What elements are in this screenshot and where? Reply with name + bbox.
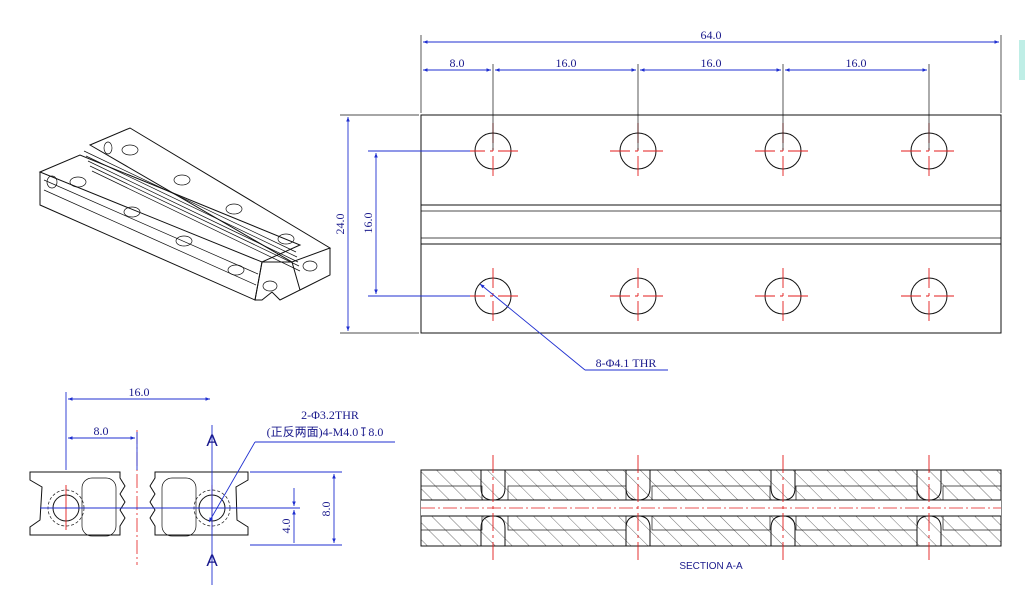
dim-end-offset: 8.0 bbox=[94, 424, 109, 438]
dim-end-height: 8.0 bbox=[319, 502, 333, 517]
dim-overall-length: 64.0 bbox=[701, 28, 722, 42]
top-view: 64.0 8.0 16.0 16.0 16.0 24.0 16.0 8-Φ4.1… bbox=[333, 28, 1002, 371]
dim-first-pitch: 8.0 bbox=[450, 56, 465, 70]
end-hole-callout-2: (正反两面)4-M4.0↧8.0 bbox=[267, 425, 384, 439]
mounting-hole bbox=[465, 268, 521, 324]
corner-highlight bbox=[1019, 40, 1025, 80]
dim-end-span: 16.0 bbox=[129, 385, 150, 399]
section-hole bbox=[625, 455, 651, 560]
section-pocket bbox=[942, 485, 1002, 501]
dim-pitch-2: 16.0 bbox=[701, 56, 722, 70]
mounting-hole bbox=[610, 268, 666, 324]
end-view: A A 16.0 8.0 2-Φ3.2THR (正反两面)4-M4.0↧8.0 … bbox=[29, 385, 395, 585]
section-pocket bbox=[507, 485, 627, 501]
mounting-hole bbox=[755, 268, 811, 324]
dim-pitch-1: 16.0 bbox=[556, 56, 577, 70]
mounting-hole bbox=[901, 268, 957, 324]
section-pocket bbox=[942, 515, 1002, 531]
section-pocket bbox=[795, 515, 918, 531]
dim-pitch-3: 16.0 bbox=[846, 56, 867, 70]
end-hole-callout-1: 2-Φ3.2THR bbox=[301, 408, 359, 422]
dim-hole-spacing: 16.0 bbox=[361, 213, 375, 234]
section-pocket bbox=[507, 515, 627, 531]
isometric-view bbox=[38, 127, 332, 301]
section-hole bbox=[480, 455, 506, 560]
section-pocket bbox=[795, 485, 918, 501]
section-view: SECTION A-A bbox=[420, 455, 1002, 572]
hole-callout-top: 8-Φ4.1 THR bbox=[596, 356, 657, 370]
section-hole bbox=[770, 455, 796, 560]
section-marker-bottom: A bbox=[206, 551, 218, 570]
top-view-outline bbox=[420, 114, 1002, 334]
section-pocket bbox=[651, 515, 771, 531]
section-marker-top: A bbox=[206, 431, 218, 450]
section-hole bbox=[916, 455, 942, 560]
section-label: SECTION A-A bbox=[679, 561, 743, 572]
dim-end-half-height: 4.0 bbox=[279, 519, 293, 534]
section-pocket bbox=[651, 485, 771, 501]
dim-overall-width: 24.0 bbox=[333, 214, 347, 235]
